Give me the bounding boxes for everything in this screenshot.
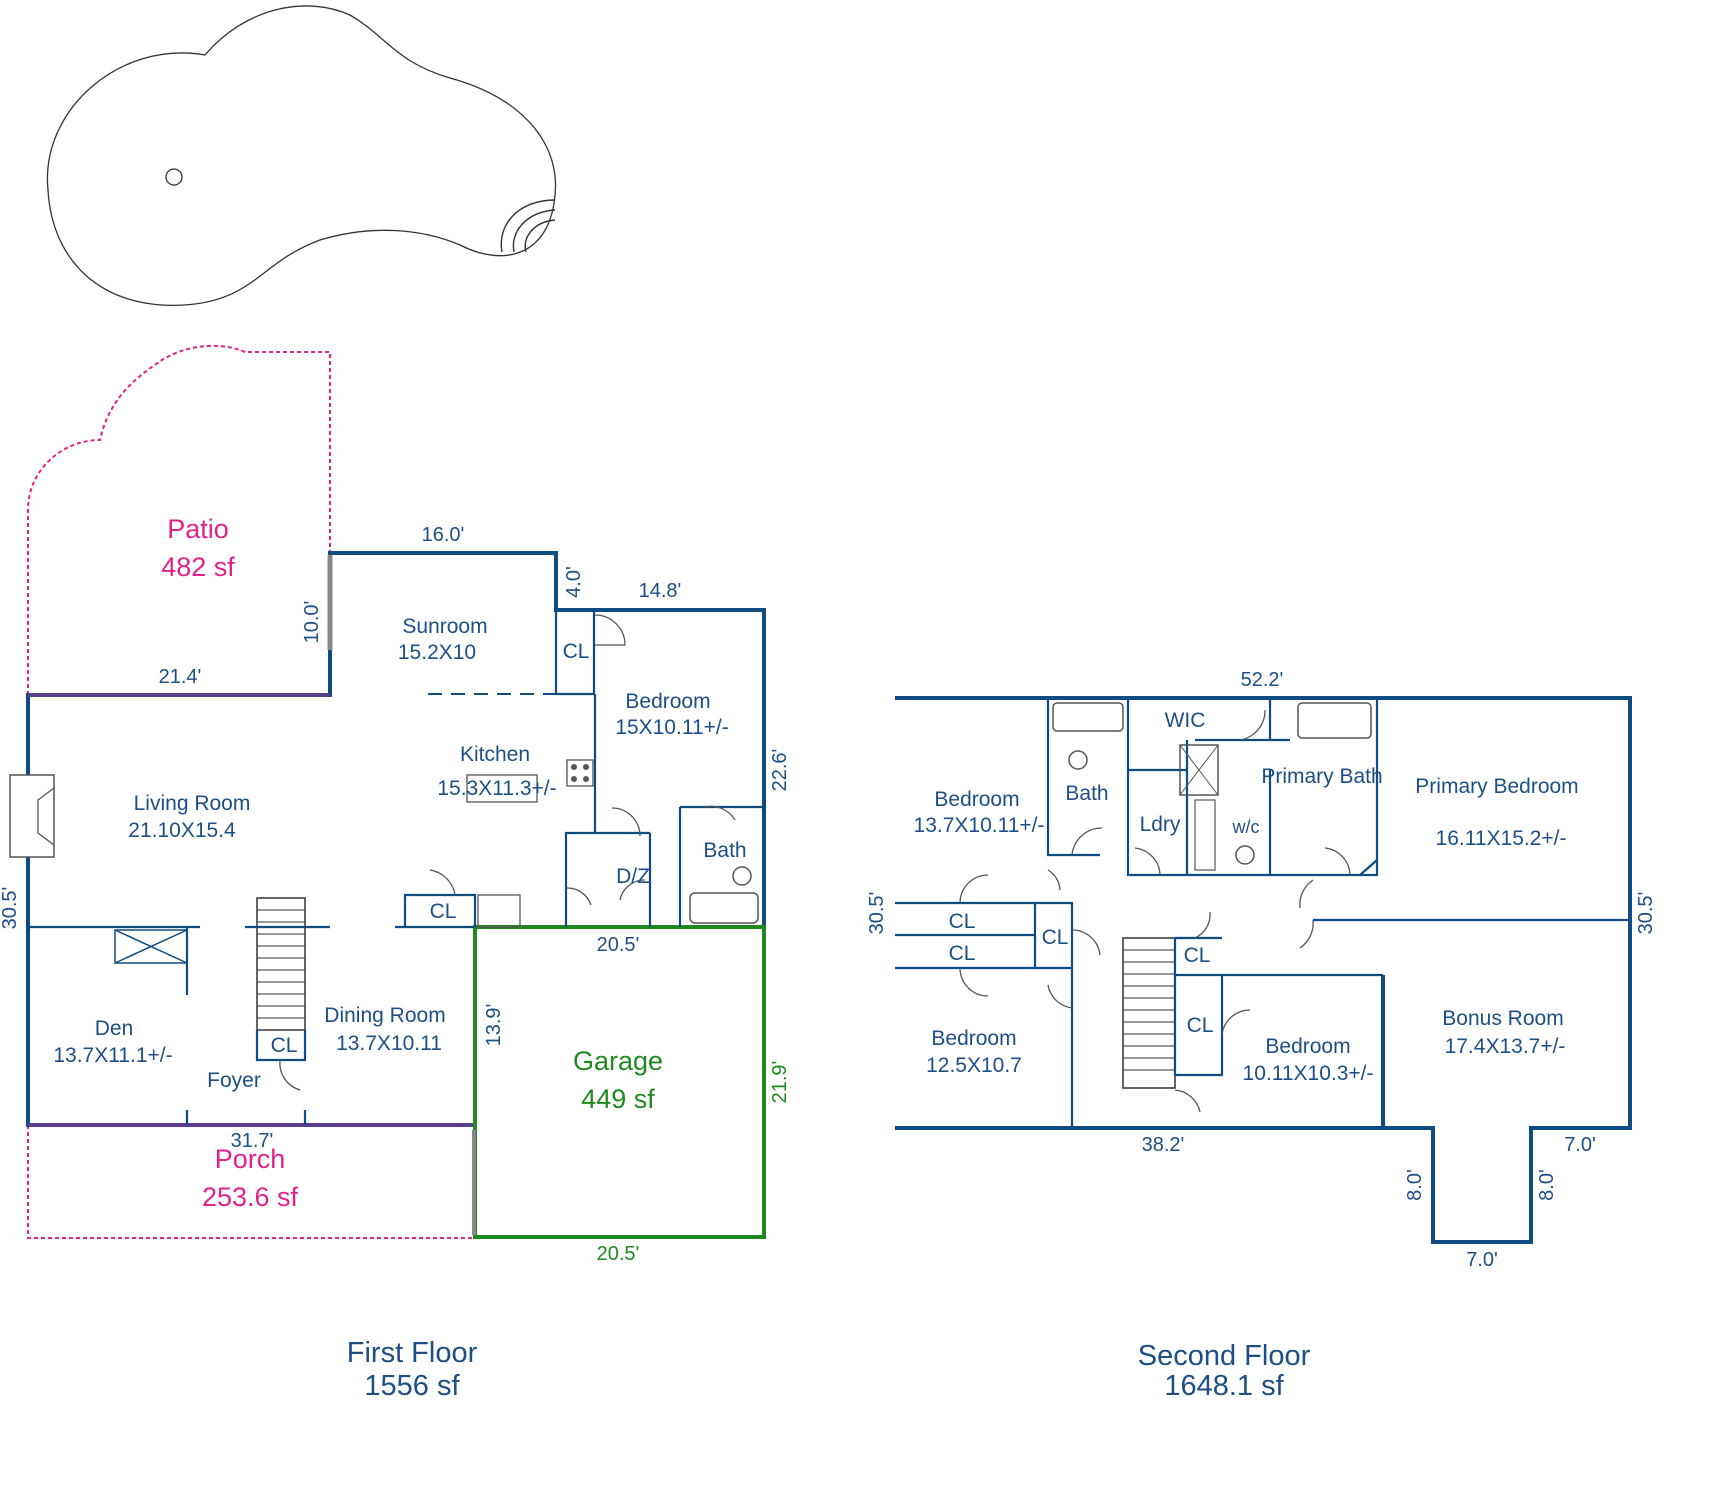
kitchen-closet-label: CL: [430, 900, 457, 923]
dim-garage-top: 20.5': [597, 934, 640, 956]
shower-icon: [1179, 744, 1219, 796]
primary-tub-icon: [1297, 702, 1372, 739]
sf-closet-b-label: CL: [949, 942, 976, 965]
sf-bathtub-icon: [1052, 702, 1124, 732]
dim-garage-right: 21.9': [769, 1061, 791, 1104]
dim-sunroom-top: 16.0': [422, 524, 465, 546]
sf-dim-bump-bottom: 7.0': [1466, 1249, 1498, 1271]
porch-outline: [27, 1125, 475, 1239]
second-floor-area: 1648.1 sf: [1164, 1370, 1284, 1402]
cooktop-icon: [566, 759, 594, 787]
second-floor-title: Second Floor: [1138, 1340, 1311, 1372]
kitchen-island: [466, 774, 538, 803]
sf-dim-bump-left-side: 8.0': [1404, 1169, 1426, 1201]
sf-bedroom-nw-size: 13.7X10.11+/-: [914, 814, 1045, 837]
sf-toilet-icon: [1068, 750, 1088, 770]
wc-toilet-icon: [1235, 845, 1255, 865]
sf-closet-d-label: CL: [1184, 944, 1211, 967]
dim-step: 4.0': [563, 566, 585, 598]
bonus-room-label: Bonus Room: [1442, 1007, 1563, 1030]
sf-stairs-icon: [1122, 937, 1176, 1089]
patio-area: 482 sf: [161, 552, 235, 582]
den-label: Den: [95, 1017, 134, 1040]
sf-dim-bump-right: 7.0': [1564, 1134, 1596, 1156]
toilet-icon: [732, 866, 752, 886]
ff-bedroom-label: Bedroom: [625, 690, 710, 713]
dim-bedroom-top: 14.8': [639, 580, 682, 602]
den-skylight-icon: [114, 929, 188, 964]
pool: [46, 5, 557, 306]
foyer-label: Foyer: [207, 1069, 261, 1092]
dim-patio-bottom: 21.4': [159, 666, 202, 688]
sf-closet-c-label: CL: [1042, 926, 1069, 949]
ff-bedroom-size: 15X10.11+/-: [615, 716, 728, 739]
sunroom-closet-label: CL: [563, 640, 590, 663]
sf-closet-a-label: CL: [949, 910, 976, 933]
stairs-icon: [256, 897, 306, 1031]
sf-dim-left: 30.5': [866, 892, 888, 935]
foyer-closet-label: CL: [271, 1034, 298, 1057]
patio-outline: [27, 344, 331, 695]
sf-bedroom-s-size: 10.11X10.3+/-: [1243, 1062, 1374, 1085]
first-floor-plan: [9, 344, 766, 1239]
sf-dim-right: 30.5': [1635, 892, 1657, 935]
garage-label: Garage: [573, 1046, 663, 1076]
den-size: 13.7X11.1+/-: [53, 1044, 172, 1067]
fireplace-icon: [9, 774, 55, 858]
porch-label: Porch: [215, 1144, 286, 1174]
primary-bedroom-size: 16.11X15.2+/-: [1436, 827, 1567, 850]
dim-right-side: 22.6': [769, 749, 791, 792]
sunroom-size: 15.2X10: [398, 641, 476, 664]
second-floor-walls: [895, 696, 1632, 1244]
dim-garage-bottom: 20.5': [597, 1243, 640, 1265]
sunroom-label: Sunroom: [402, 615, 487, 638]
garage-area: 449 sf: [581, 1084, 655, 1114]
sf-dim-bump-right-side: 8.0': [1536, 1169, 1558, 1201]
second-floor-plan: [895, 696, 1632, 1244]
sf-bedroom-nw-label: Bedroom: [934, 788, 1019, 811]
laundry-label: Ldry: [1140, 813, 1181, 836]
ff-bath-label: Bath: [703, 839, 746, 862]
sf-closet-e-label: CL: [1187, 1014, 1214, 1037]
pool-drain-icon: [165, 168, 183, 186]
primary-bath-label: Primary Bath: [1261, 765, 1382, 788]
sf-dim-bottom: 38.2': [1142, 1134, 1185, 1156]
dining-room-label: Dining Room: [324, 1004, 445, 1027]
wc-label: w/c: [1232, 817, 1260, 837]
kitchen-size: 15.3X11.3+/-: [437, 777, 556, 800]
sf-bedroom-sw-size: 12.5X10.7: [926, 1054, 1022, 1077]
dim-front: 31.7': [231, 1130, 274, 1152]
porch-area: 253.6 sf: [202, 1182, 299, 1212]
bonus-room-size: 17.4X13.7+/-: [1445, 1035, 1566, 1058]
dining-room-size: 13.7X10.11: [336, 1032, 442, 1055]
dim-left-side: 30.5': [0, 887, 21, 930]
sf-dim-top: 52.2': [1241, 669, 1284, 691]
garage-outline: [473, 925, 766, 1239]
bathtub-icon: [689, 892, 759, 924]
sf-bath-label: Bath: [1065, 782, 1108, 805]
dim-garage-left: 13.9': [483, 1004, 505, 1047]
kitchen-label: Kitchen: [460, 743, 530, 766]
dz-label: D/Z: [616, 865, 650, 888]
first-floor-area: 1556 sf: [364, 1370, 460, 1402]
sf-bedroom-s-label: Bedroom: [1265, 1035, 1350, 1058]
wic-label: WIC: [1165, 709, 1206, 732]
primary-bedroom-label: Primary Bedroom: [1415, 775, 1578, 798]
sf-bedroom-sw-label: Bedroom: [931, 1027, 1016, 1050]
living-room-size: 21.10X15.4: [128, 819, 236, 842]
living-room-label: Living Room: [134, 792, 251, 815]
first-floor-title: First Floor: [347, 1337, 478, 1369]
patio-label: Patio: [167, 514, 229, 544]
dim-patio-side: 10.0': [301, 601, 323, 644]
